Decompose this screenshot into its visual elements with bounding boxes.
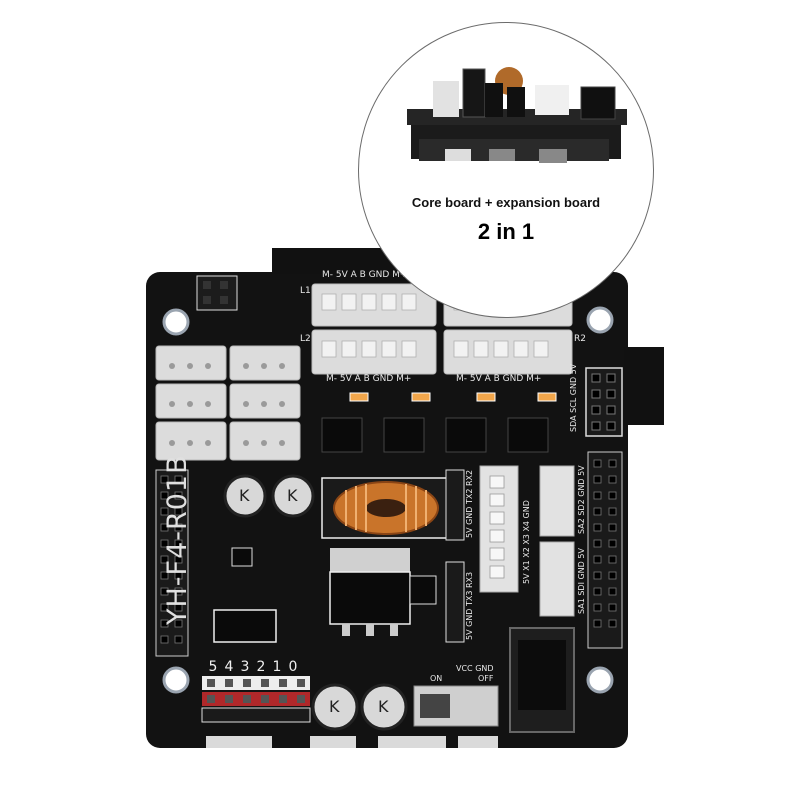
status-leds <box>349 392 557 402</box>
toroidal-inductor <box>321 477 451 539</box>
electrolytic-capacitors <box>223 474 408 731</box>
i2c-label: SDA SCL GND 5V <box>569 363 578 432</box>
encoder-label: 5V X1 X2 X3 X4 GND <box>522 500 531 584</box>
small-motor-label-right: M- 5V A B GND M+ <box>456 374 542 384</box>
pin-number: 1 <box>272 659 282 675</box>
voltage-regulator <box>329 548 411 636</box>
power-label: VCC GND <box>456 664 494 673</box>
mounting-holes <box>162 306 614 694</box>
connector-r2-label: R2 <box>574 334 586 344</box>
servo-label-1: SA1 SDI GND 5V <box>577 548 586 614</box>
smd-chip <box>231 547 437 605</box>
logic-chip <box>213 609 277 643</box>
uart-label: 5V GND TX3 RX3 <box>465 571 474 640</box>
small-motor-label-left: M- 5V A B GND M+ <box>326 374 412 384</box>
cap-mark-4: K <box>378 697 389 716</box>
pin-number: 2 <box>256 659 266 675</box>
power-switch <box>413 685 499 727</box>
pin-number: 0 <box>288 659 298 675</box>
inset-caption-line2: 2 in 1 <box>477 219 535 244</box>
switch-on-label: ON <box>430 674 443 683</box>
cap-mark-1: K <box>239 486 250 505</box>
uart2-label: 5V GND TX2 RX2 <box>465 469 474 538</box>
switch-off-label: OFF <box>478 674 494 683</box>
top-pin-header <box>196 275 238 311</box>
inset-caption-line1: Core board + expansion board <box>411 195 601 210</box>
connector-l1-label: L1 <box>300 286 311 296</box>
encoder-connector <box>479 465 519 593</box>
stacked-board-photo <box>407 67 627 163</box>
motor-label-r1: M- 5V A B GND M+ <box>322 270 408 280</box>
servo-connectors <box>539 465 575 617</box>
motor-connector-pins <box>321 293 549 358</box>
pin-number: 5 <box>208 659 218 675</box>
right-8pin-header <box>585 367 623 437</box>
uart-header <box>445 469 465 643</box>
side-connector-tab <box>624 347 664 425</box>
bottom-edge-connectors <box>206 736 498 748</box>
bottom-servo-header <box>201 676 311 723</box>
motor-driver-chips <box>321 417 549 453</box>
servo-label-2: SA2 SD2 GND 5V <box>577 465 586 534</box>
left-long-pin-header <box>155 469 189 657</box>
left-connector-pins <box>169 363 285 446</box>
right-long-pin-header <box>587 451 623 649</box>
pin-number: 4 <box>224 659 234 675</box>
inset-circle: Core board + expansion board 2 in 1 <box>358 22 654 318</box>
board-model-label: YH-F4-R01B <box>162 454 193 625</box>
pin-number: 3 <box>240 659 250 675</box>
dc-power-jack <box>509 627 575 733</box>
cap-mark-2: K <box>287 486 298 505</box>
connector-l2-label: L2 <box>300 334 311 344</box>
cap-mark-3: K <box>329 697 340 716</box>
